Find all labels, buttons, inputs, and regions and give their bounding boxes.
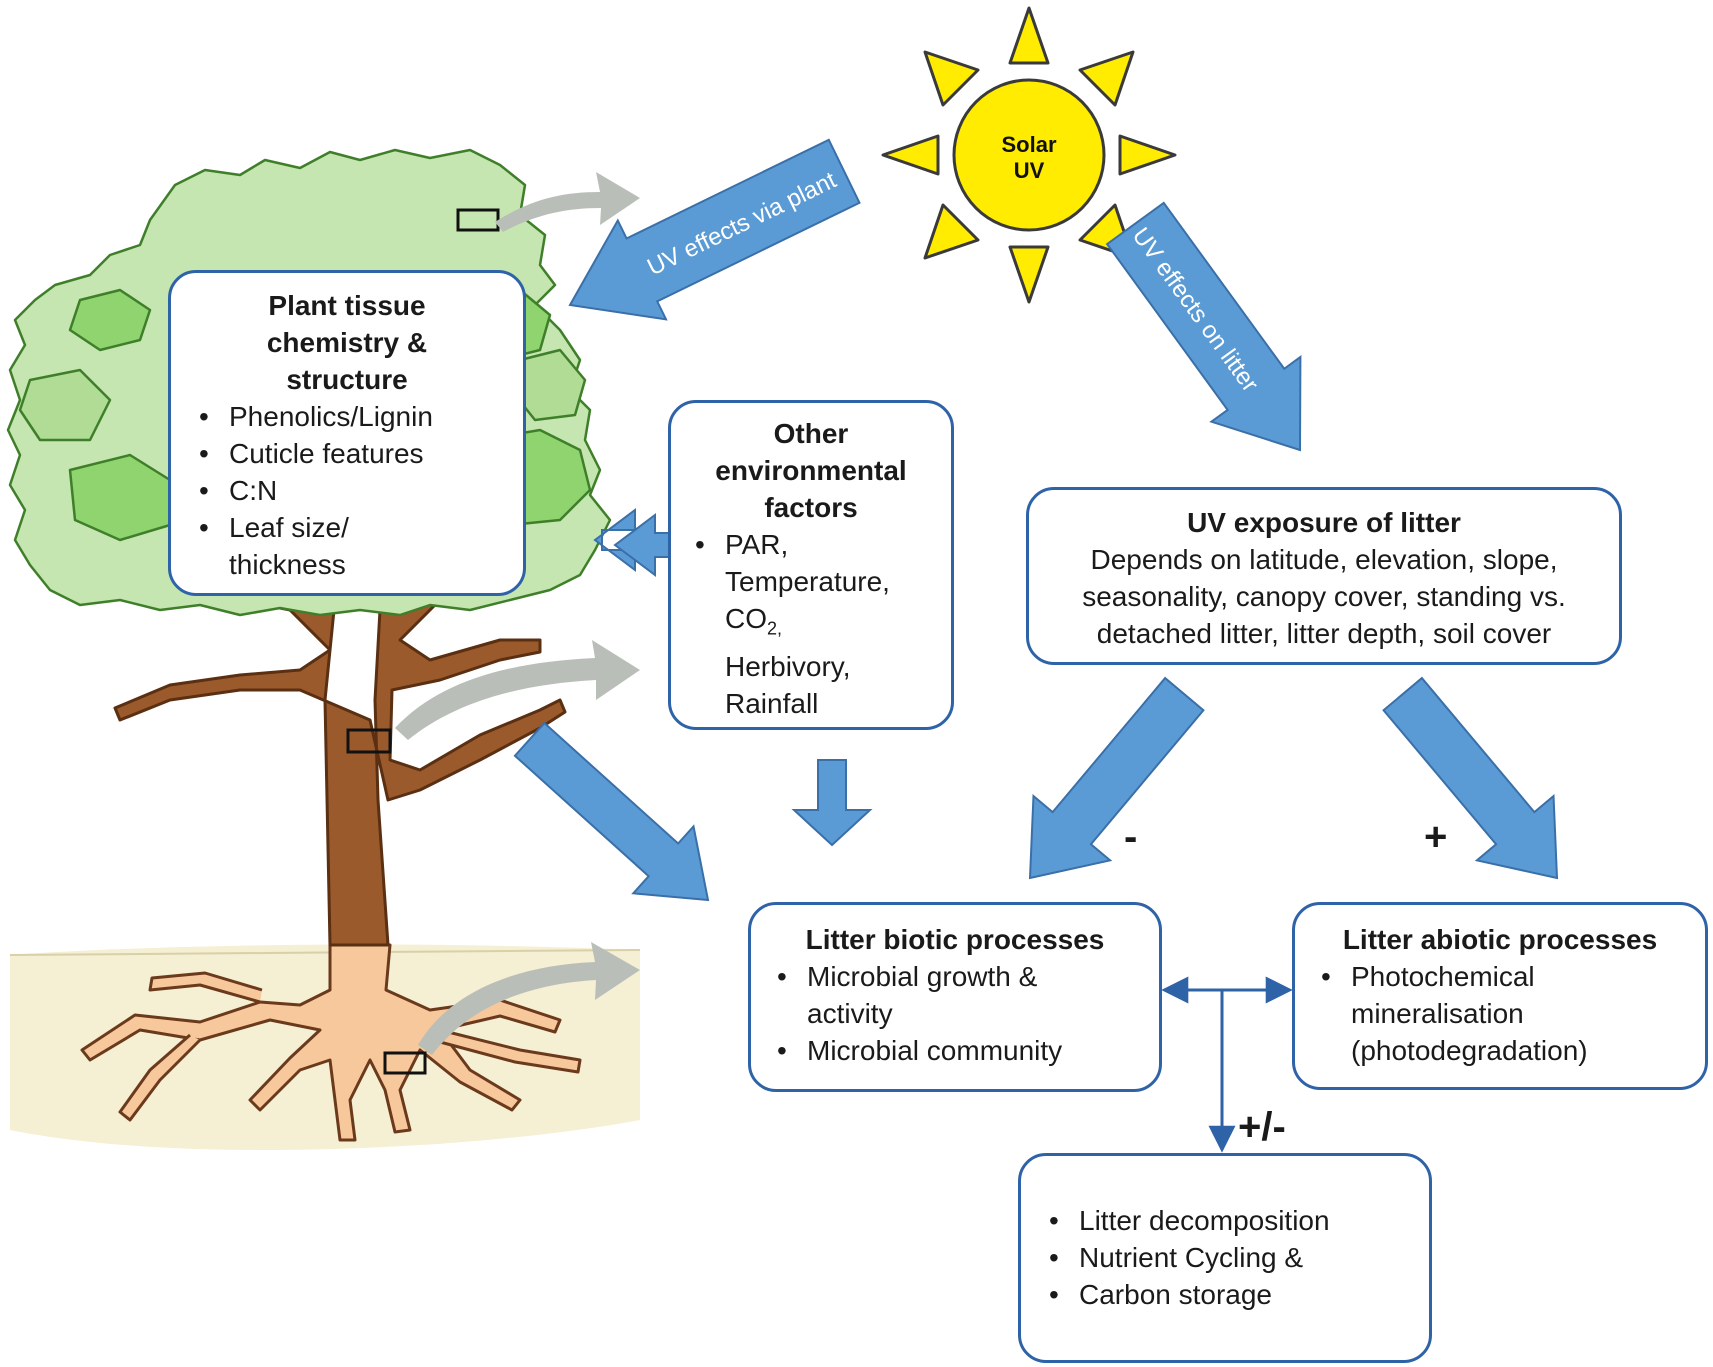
negative-sign: - [1124, 815, 1138, 859]
list-item-continuation: Rainfall [725, 687, 819, 719]
mixed-sign: +/- [1238, 1105, 1286, 1149]
outcome-box: Litter decomposition Nutrient Cycling & … [1018, 1153, 1432, 1363]
leaf-sample-marker [456, 208, 500, 232]
arrow-env-to-plant [593, 508, 636, 572]
sun-ray [923, 203, 980, 260]
sun-ray [1008, 245, 1050, 304]
arrow-exposure-to-biotic [1028, 676, 1205, 880]
list-item: Litter decomposition [1039, 1202, 1411, 1239]
list-item: Nutrient Cycling & [1039, 1239, 1411, 1276]
co2-label: CO [725, 603, 767, 634]
sun-ray [881, 134, 940, 176]
sun-disc [952, 78, 1106, 232]
plant-tissue-box: Plant tissue chemistry & structure Pheno… [168, 270, 526, 596]
plant-tissue-title-line2: chemistry & [266, 327, 428, 358]
arrow-uv-effects-on-litter: UV effects on litter [1105, 201, 1302, 452]
env-title-line2: environmental [715, 455, 907, 486]
plant-tissue-title-line1: Plant tissue [268, 290, 426, 321]
list-item: Leaf size/ [189, 509, 505, 546]
biotic-title: Litter biotic processes [805, 924, 1105, 955]
biotic-list-2: Microbial community [767, 1032, 1143, 1069]
plant-tissue-list: Phenolics/Lignin Cuticle features C:N Le… [189, 398, 505, 546]
arrow-plant-to-biotic [513, 721, 710, 902]
sun-label-line2: UV [1014, 158, 1045, 183]
stem-sample-marker [346, 728, 392, 754]
grey-arrows [395, 172, 640, 1055]
root-sample-marker [383, 1051, 427, 1075]
sun-label-line1: Solar [1001, 132, 1056, 157]
litter-abiotic-box: Litter abiotic processes Photochemical m… [1292, 902, 1708, 1090]
list-item-continuation: (photodegradation) [1351, 1035, 1588, 1066]
sun-ray [1078, 50, 1135, 107]
roots [80, 943, 582, 1142]
uv-exposure-line1: Depends on latitude, elevation, slope, [1090, 544, 1558, 575]
arrow-exposure-to-abiotic [1382, 676, 1559, 880]
list-item-continuation: activity [807, 998, 893, 1029]
env-title-line3: factors [764, 492, 858, 523]
list-item: C:N [189, 472, 505, 509]
plant-tissue-title-line3: structure [286, 364, 408, 395]
canopy-dark-1 [68, 288, 152, 352]
list-item: Carbon storage [1039, 1276, 1411, 1313]
biotic-list: Microbial growth & [767, 958, 1143, 995]
list-item: Photochemical [1311, 958, 1689, 995]
list-item: Phenolics/Lignin [189, 398, 505, 435]
uv-exposure-box: UV exposure of litter Depends on latitud… [1026, 487, 1622, 665]
list-item-continuation: Temperature, [725, 566, 890, 597]
uv-exposure-title: UV exposure of litter [1187, 507, 1461, 538]
arrow-env-to-biotic [791, 759, 873, 847]
uv-exposure-line3: detached litter, litter depth, soil cove… [1096, 618, 1552, 649]
list-item-continuation: mineralisation [1351, 998, 1524, 1029]
litter-biotic-box: Litter biotic processes Microbial growth… [748, 902, 1162, 1092]
arrow-uv-effects-via-plant: UV effects via plant [568, 138, 861, 321]
list-item: Microbial growth & [767, 958, 1143, 995]
list-item: Microbial community [767, 1032, 1143, 1069]
list-item-continuation: Herbivory, [725, 650, 851, 682]
soil-surface [9, 949, 641, 956]
abiotic-title: Litter abiotic processes [1342, 924, 1658, 955]
uv-exposure-line2: seasonality, canopy cover, standing vs. [1082, 581, 1566, 612]
positive-sign: + [1424, 815, 1448, 859]
list-item-continuation: CO2, [685, 600, 937, 648]
abiotic-list: Photochemical [1311, 958, 1689, 995]
list-item: Cuticle features [189, 435, 505, 472]
environmental-factors-box: Other environmental factors PAR, Tempera… [668, 400, 954, 730]
env-list: PAR, [685, 526, 937, 563]
sun [881, 6, 1177, 304]
list-item: PAR, [685, 526, 937, 563]
sun-ray [1118, 134, 1177, 176]
outcome-list: Litter decomposition Nutrient Cycling & … [1039, 1202, 1411, 1313]
co2-subscript: 2, [767, 618, 783, 639]
env-title-line1: Other [773, 418, 849, 449]
sun-ray [1008, 6, 1050, 65]
sun-ray [923, 50, 980, 107]
canopy-mid-1 [18, 368, 112, 442]
list-item-continuation: thickness [229, 549, 346, 580]
